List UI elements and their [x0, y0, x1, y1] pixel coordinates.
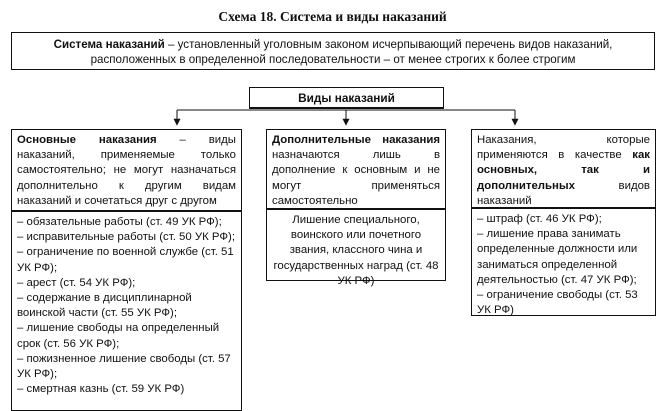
list-item: Лишение специального, воинского или поче…	[273, 214, 439, 287]
additional-punishments-title: Дополнительные наказания	[272, 134, 440, 146]
page-title: Схема 18. Система и виды наказаний	[218, 9, 447, 24]
definition-text: – установленный уголовным законом исчерп…	[90, 38, 613, 66]
mixed-punishments-desc-end: видов наказаний	[477, 179, 650, 207]
additional-punishments-desc: назначаются лишь в дополнение к основным…	[272, 149, 440, 207]
additional-punishments-list: Лишение специального, воинского или поче…	[266, 209, 446, 287]
additional-punishments-header: Дополнительные наказания назначаются лиш…	[266, 129, 446, 209]
definition-term: Система наказаний	[53, 38, 165, 51]
list-item: – обязательные работы (ст. 49 УК РФ);	[17, 216, 222, 228]
mixed-punishments-desc: Наказания, которые применяются в качеств…	[477, 134, 650, 162]
main-punishments-list: – обязательные работы (ст. 49 УК РФ); – …	[11, 211, 242, 411]
list-item: – содержание в дисциплинарной воинской ч…	[17, 292, 192, 320]
list-item: – пожизненное лишение свободы (ст. 57 УК…	[17, 352, 231, 381]
list-item: – исправительные работы (ст. 50 УК РФ);	[17, 231, 235, 244]
main-punishments-title: Основные наказания	[17, 134, 157, 146]
list-item: – штраф (ст. 46 УК РФ);	[477, 213, 602, 225]
definition-box: Система наказаний – установленный уголов…	[11, 32, 655, 70]
list-item: – ограничение свободы (ст. 53 УК РФ)	[477, 289, 638, 317]
list-item: – смертная казнь (ст. 59 УК РФ)	[17, 383, 185, 396]
types-of-punishment-box: Виды наказаний	[249, 87, 444, 109]
list-item: – лишение свободы на определенный срок (…	[17, 322, 220, 350]
list-item: – лишение права занимать определенные до…	[477, 228, 638, 286]
mixed-punishments-list: – штраф (ст. 46 УК РФ); – лишение права …	[471, 208, 656, 316]
mixed-punishments-bold: как основных, так и дополнительных	[477, 149, 650, 192]
main-punishments-header: Основные наказания – виды наказаний, при…	[11, 129, 242, 211]
list-item: – ограничение по военной службе (ст. 51 …	[17, 246, 234, 274]
main-punishments-desc: – виды наказаний, применяемые только сам…	[17, 134, 236, 207]
list-item: – арест (ст. 54 УК РФ);	[17, 276, 136, 289]
mixed-punishments-header: Наказания, которые применяются в качеств…	[471, 129, 656, 208]
